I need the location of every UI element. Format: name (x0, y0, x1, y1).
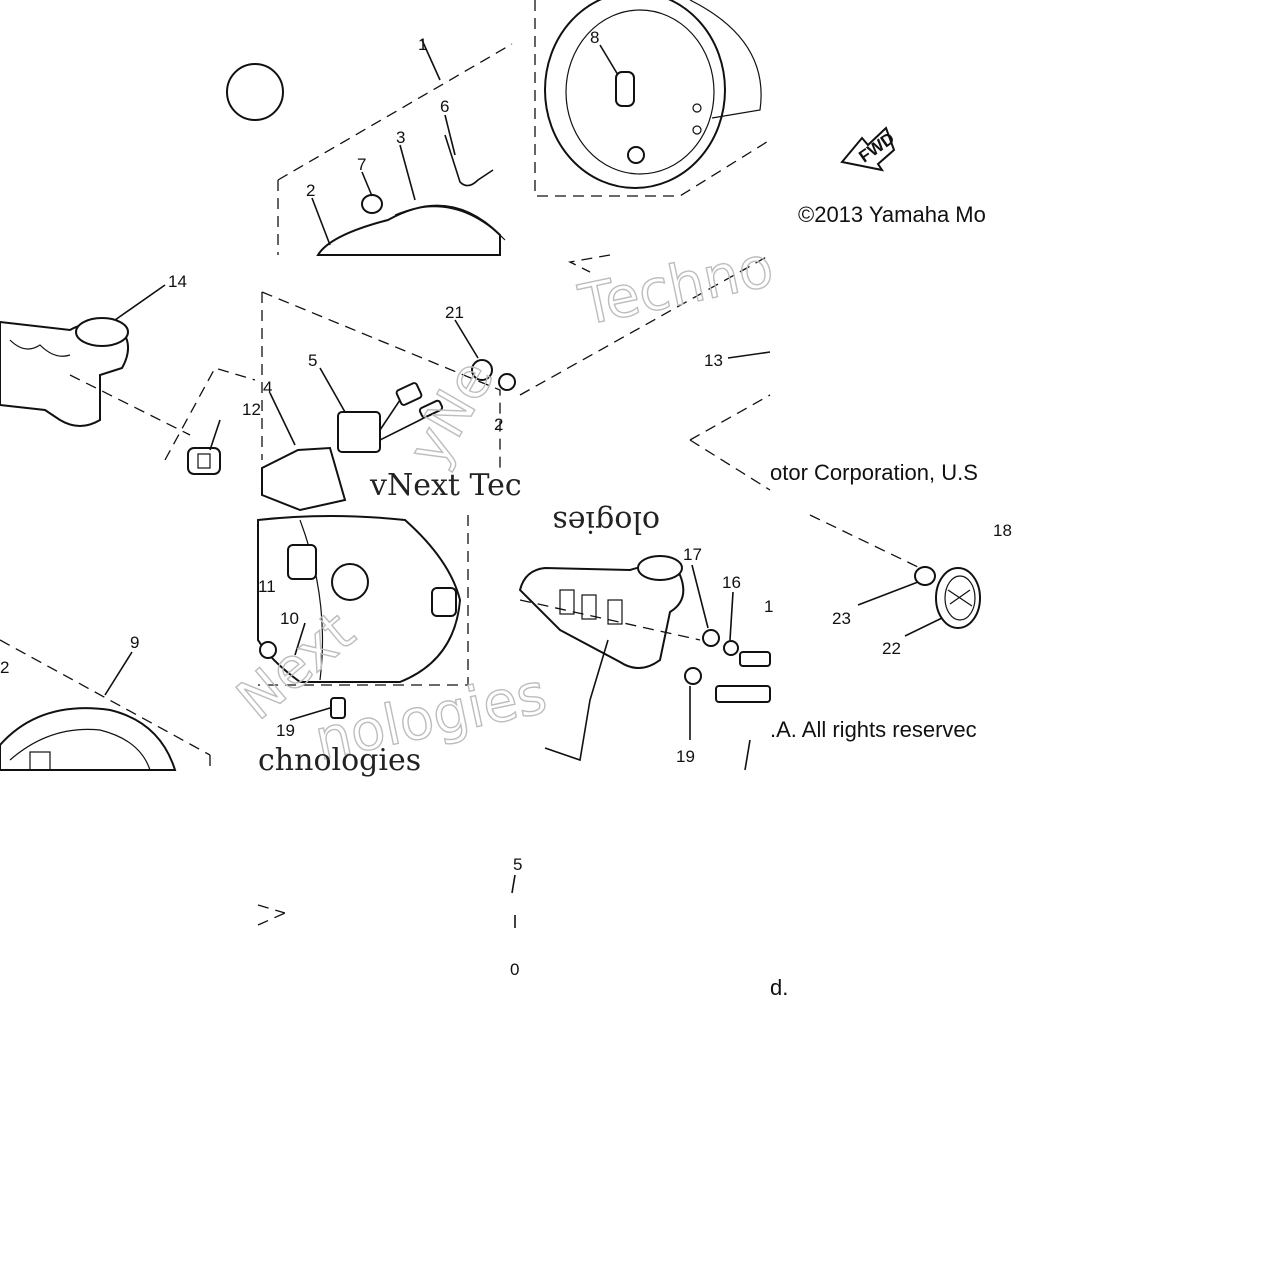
ring-bracket-part (615, 71, 635, 107)
svg-text:otor Corporation, U.S: otor Corporation, U.S (770, 460, 978, 485)
svg-text:2: 2 (0, 658, 9, 677)
panel-stay-right: 17 16 1 19 5 0 (510, 545, 773, 979)
callout-19a: 19 (276, 721, 295, 740)
headlight-rim-part (316, 204, 501, 256)
svg-text:23: 23 (832, 609, 851, 628)
callout-10: 10 (280, 609, 299, 628)
fwd-arrow-badge: FWD (840, 126, 898, 172)
spring-part (444, 134, 494, 187)
callout-8: 8 (590, 28, 599, 47)
panel-headlight-rim: 9 2 (0, 633, 211, 771)
panel-housing: 10 11 19 (257, 515, 469, 926)
svg-text:d.: d. (770, 975, 788, 1000)
stay-right-part (518, 565, 685, 669)
svg-text:22: 22 (882, 639, 901, 658)
callout-2b: 2 (494, 415, 503, 434)
callout-12: 12 (242, 400, 261, 419)
connector-part (337, 411, 381, 453)
callout-7: 7 (357, 155, 366, 174)
washer-23-part (914, 566, 936, 586)
svg-text:6: 6 (440, 97, 449, 116)
svg-text:13: 13 (704, 351, 723, 370)
svg-text:Techno: Techno (573, 235, 778, 339)
svg-text:17: 17 (683, 545, 702, 564)
small-cap-part (226, 63, 284, 121)
callout-3: 3 (396, 128, 405, 147)
svg-text:vNext Tec: vNext Tec (369, 468, 522, 503)
grommet-part (187, 447, 221, 475)
copyright-notice: ©2013 Yamaha Mo otor Corporation, U.S .A… (770, 202, 986, 1000)
panel-headlight-case: 1 2 3 6 7 (226, 35, 513, 256)
nut-21-part (471, 359, 493, 381)
svg-text:12: 12 (242, 400, 261, 419)
callout-11: 11 (258, 577, 276, 596)
svg-text:19: 19 (276, 721, 295, 740)
svg-text:©2013 Yamaha Mo: ©2013 Yamaha Mo (798, 202, 986, 227)
panel-right-lines: 13 (519, 254, 771, 491)
callout-2c: 2 (0, 658, 9, 677)
svg-text:21: 21 (445, 303, 464, 322)
callout-17: 17 (683, 545, 702, 564)
svg-text:2: 2 (306, 181, 315, 200)
svg-text:1: 1 (418, 35, 427, 54)
svg-text:0: 0 (510, 960, 519, 979)
panel-bracket-left: 14 (0, 272, 191, 436)
panel-flasher-lens: 18 23 22 (809, 514, 1012, 658)
panel-headlight-body: 4 5 12 21 2 (164, 291, 516, 512)
callout-19b: 19 (676, 747, 695, 766)
callout-16: 16 (722, 573, 741, 592)
callout-9: 9 (130, 633, 139, 652)
svg-text:9: 9 (130, 633, 139, 652)
callout-4: 4 (263, 378, 272, 397)
svg-text:16: 16 (722, 573, 741, 592)
callout-2: 2 (306, 181, 315, 200)
svg-text:.A. All rights reservec: .A. All rights reservec (770, 717, 977, 742)
callout-15: 1 (764, 597, 773, 616)
svg-text:18: 18 (993, 521, 1012, 540)
svg-text:14: 14 (168, 272, 187, 291)
svg-text:chnologies: chnologies (258, 743, 421, 778)
svg-text:4: 4 (263, 378, 272, 397)
socket-cover-part (261, 446, 347, 512)
bolt-part (739, 651, 771, 667)
panel-headlight-ring: 8 (534, 0, 771, 197)
svg-text:5: 5 (308, 351, 317, 370)
svg-text:8: 8 (590, 28, 599, 47)
callout-0: 0 (510, 960, 519, 979)
callout-5b: 5 (513, 855, 522, 874)
callout-22: 22 (882, 639, 901, 658)
callout-14: 14 (168, 272, 187, 291)
callout-6: 6 (440, 97, 449, 116)
svg-text:11: 11 (258, 577, 276, 596)
svg-text:2: 2 (494, 415, 503, 434)
svg-text:7: 7 (357, 155, 366, 174)
svg-text:1: 1 (764, 597, 773, 616)
svg-text:ologies: ologies (552, 504, 660, 539)
long-bolt-part (715, 685, 771, 703)
svg-text:10: 10 (280, 609, 299, 628)
svg-text:3: 3 (396, 128, 405, 147)
nut-part (361, 194, 383, 214)
svg-text:5: 5 (513, 855, 522, 874)
callout-18: 18 (993, 521, 1012, 540)
callout-23: 23 (832, 609, 851, 628)
callout-13: 13 (704, 351, 723, 370)
callout-5: 5 (308, 351, 317, 370)
callout-1: 1 (418, 35, 427, 54)
svg-text:19: 19 (676, 747, 695, 766)
callout-21: 21 (445, 303, 464, 322)
rim-9-part (0, 707, 177, 771)
